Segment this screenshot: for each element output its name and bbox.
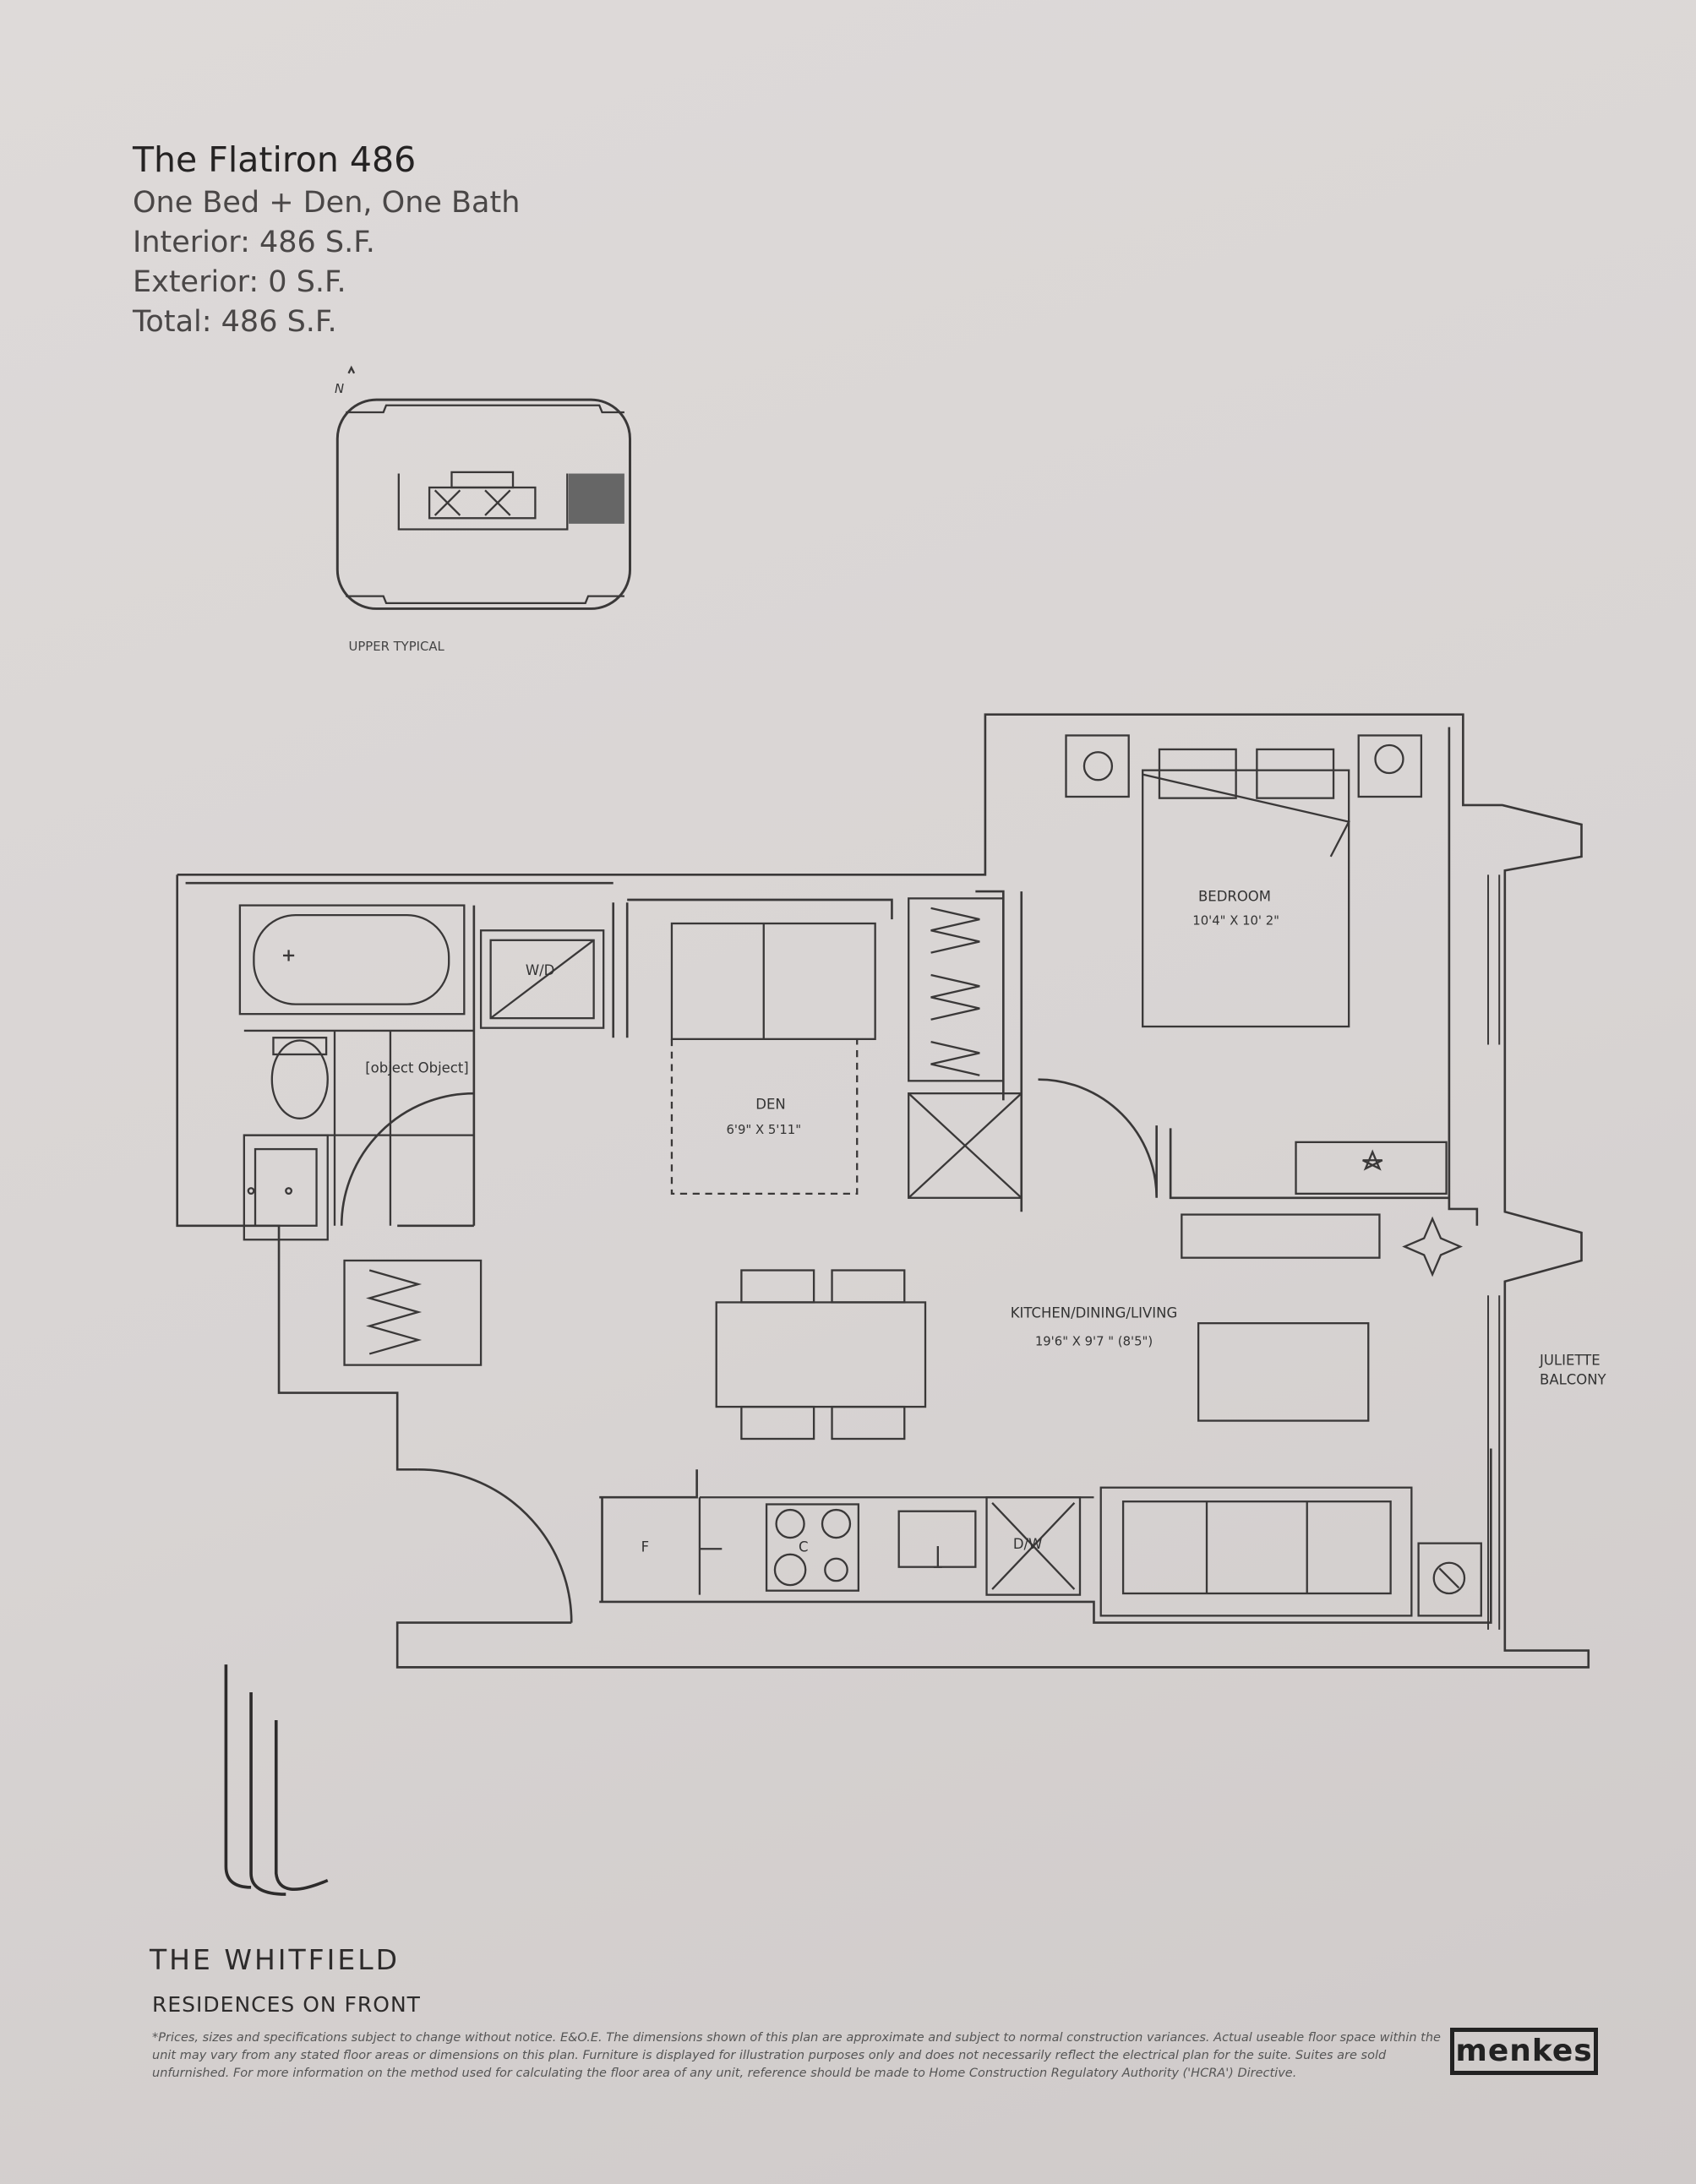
balcony-label-1: JULIETTE: [1539, 1353, 1601, 1369]
cooktop-label: C: [799, 1539, 809, 1555]
laundry: W/D: [343, 929, 605, 1366]
north-arrow-icon: [347, 365, 356, 374]
kitchen-label: KITCHEN/DINING/LIVING: [1011, 1305, 1177, 1321]
bedroom: BEDROOM 10'4" X 10' 2": [1065, 734, 1448, 1195]
brand-tagline: RESIDENCES ON FRONT: [152, 1992, 421, 2017]
den: DEN 6'9" X 5'11": [670, 922, 876, 1195]
kitchen-dining-living: KITCHEN/DINING/LIVING 19'6" X 9'7 " (8'5…: [715, 1213, 1607, 1617]
bath-label: [object Object]: [365, 1059, 468, 1076]
unit-header: The Flatiron 486 One Bed + Den, One Bath…: [133, 139, 520, 342]
interior-area: Interior: 486 S.F.: [133, 226, 375, 259]
disclaimer: *Prices, sizes and specifications subjec…: [152, 2031, 1441, 2080]
total-area: Total: 486 S.F.: [133, 305, 337, 339]
unit-type: One Bed + Den, One Bath: [133, 186, 521, 220]
walls: [176, 713, 1590, 1669]
north-label: N: [335, 382, 344, 396]
exterior-area: Exterior: 0 S.F.: [133, 265, 346, 299]
fridge-label: F: [641, 1539, 649, 1555]
den-dims: 6'9" X 5'11": [726, 1123, 801, 1137]
unit-title: The Flatiron 486: [133, 139, 417, 180]
builder-logo: menkes: [1450, 2028, 1598, 2075]
plant-icon: [1362, 1149, 1383, 1171]
dishwasher-label: D/W: [1013, 1536, 1043, 1552]
plant-icon: [1402, 1216, 1463, 1277]
washer-dryer-label: W/D: [526, 962, 555, 978]
bath-door-swing: [340, 1092, 474, 1226]
bedroom-door-swing: [1038, 1078, 1158, 1198]
keyplan-label: UPPER TYPICAL: [348, 640, 444, 654]
closets: [908, 897, 1023, 1199]
bedroom-label: BEDROOM: [1198, 889, 1271, 905]
entry-door-swing: [417, 1468, 573, 1623]
key-plan: N UPPER TYPICAL: [335, 365, 631, 654]
whitfield-logo: [224, 1664, 329, 1896]
balcony-label-2: BALCONY: [1540, 1372, 1607, 1388]
bedroom-dims: 10'4" X 10' 2": [1192, 914, 1279, 929]
kitchen-dims: 19'6" X 9'7 " (8'5"): [1035, 1335, 1153, 1349]
brand-name: THE WHITFIELD: [150, 1943, 401, 1976]
den-label: DEN: [755, 1096, 785, 1112]
bathroom: [object Object]: [238, 904, 474, 1241]
unit-location-highlight: [568, 473, 624, 524]
kitchen-counter: F C D/W: [641, 1496, 1094, 1596]
